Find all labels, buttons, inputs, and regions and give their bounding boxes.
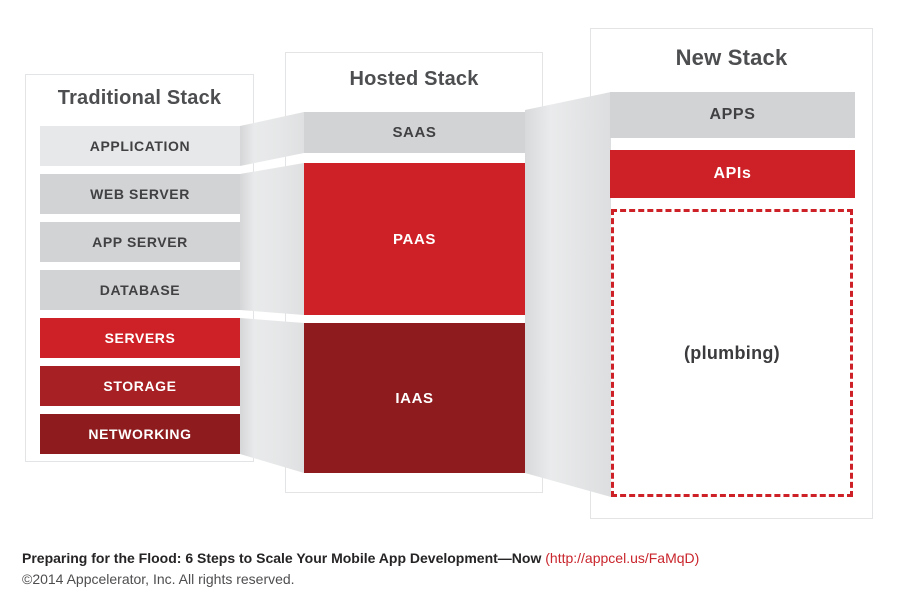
stack-row-apis: APIs: [610, 150, 855, 198]
footer: Preparing for the Flood: 6 Steps to Scal…: [22, 548, 699, 590]
stack-row-apps: APPS: [610, 92, 855, 138]
traditional-stack-title: Traditional Stack: [57, 87, 222, 109]
stack-row-paas: PAAS: [304, 163, 525, 315]
footer-headline: Preparing for the Flood: 6 Steps to Scal…: [22, 550, 542, 566]
plumbing-label: (plumbing): [684, 342, 780, 363]
stack-row-web-server: WEB SERVER: [40, 174, 240, 214]
plumbing-box: (plumbing): [611, 209, 853, 497]
stack-row-app-server: APP SERVER: [40, 222, 240, 262]
stack-row-networking: NETWORKING: [40, 414, 240, 454]
stack-row-servers: SERVERS: [40, 318, 240, 358]
stack-row-saas: SAAS: [304, 112, 525, 153]
stack-row-database: DATABASE: [40, 270, 240, 310]
stack-row-storage: STORAGE: [40, 366, 240, 406]
footer-copyright: ©2014 Appcelerator, Inc. All rights rese…: [22, 571, 295, 587]
hosted-stack-title: Hosted Stack: [349, 68, 479, 90]
footer-link[interactable]: (http://appcel.us/FaMqD): [545, 550, 700, 566]
new-stack-title: New Stack: [675, 45, 788, 70]
stack-row-application: APPLICATION: [40, 126, 240, 166]
stack-row-iaas: IAAS: [304, 323, 525, 473]
footer-headline-line: Preparing for the Flood: 6 Steps to Scal…: [22, 548, 699, 569]
